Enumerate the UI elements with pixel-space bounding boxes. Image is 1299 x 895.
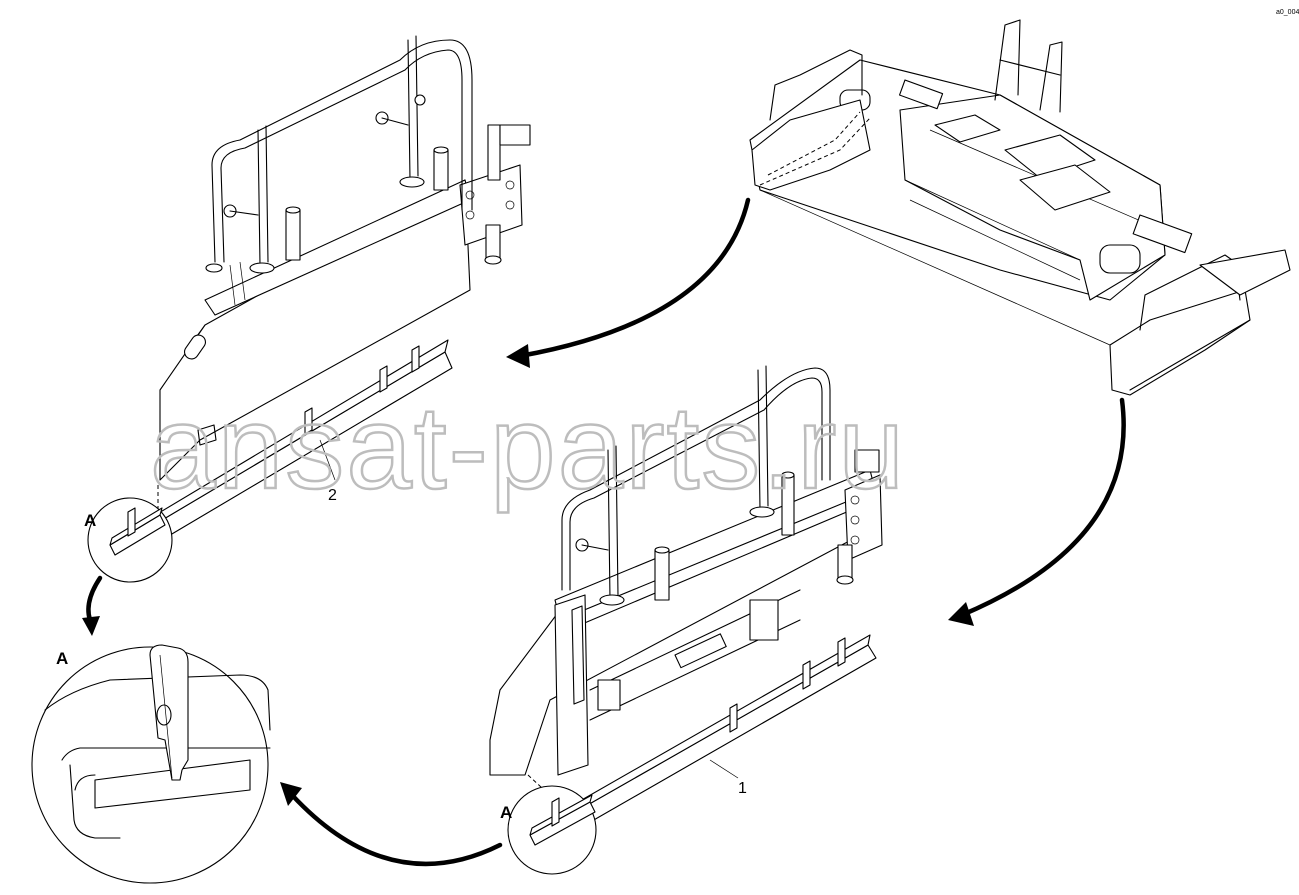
arrow-overview-to-part-1 [959, 397, 1126, 618]
end-plate-assembly-part-1 [489, 365, 883, 849]
watermark: ansat-parts.ru [150, 382, 906, 514]
end-plate-assembly-part-2 [119, 35, 531, 561]
detail-a-zoom [31, 644, 271, 884]
detail-a-circle-top [87, 497, 173, 583]
callout-part-2: 2 [328, 487, 337, 504]
drawing-code: a0_004 [1276, 9, 1299, 16]
callout-detail-a-zoom: A [56, 649, 68, 668]
detail-a-circle-bottom [507, 785, 597, 875]
callout-part-1: 1 [738, 780, 747, 797]
callout-detail-a-top: A [84, 511, 96, 530]
callout-detail-a-bottom: A [500, 803, 512, 822]
arrow-overview-to-part-2 [517, 197, 751, 359]
flow-arrows [82, 197, 1126, 866]
arrow-circle-to-zoom [289, 792, 503, 866]
screed-assembly-overview [749, 19, 1291, 396]
